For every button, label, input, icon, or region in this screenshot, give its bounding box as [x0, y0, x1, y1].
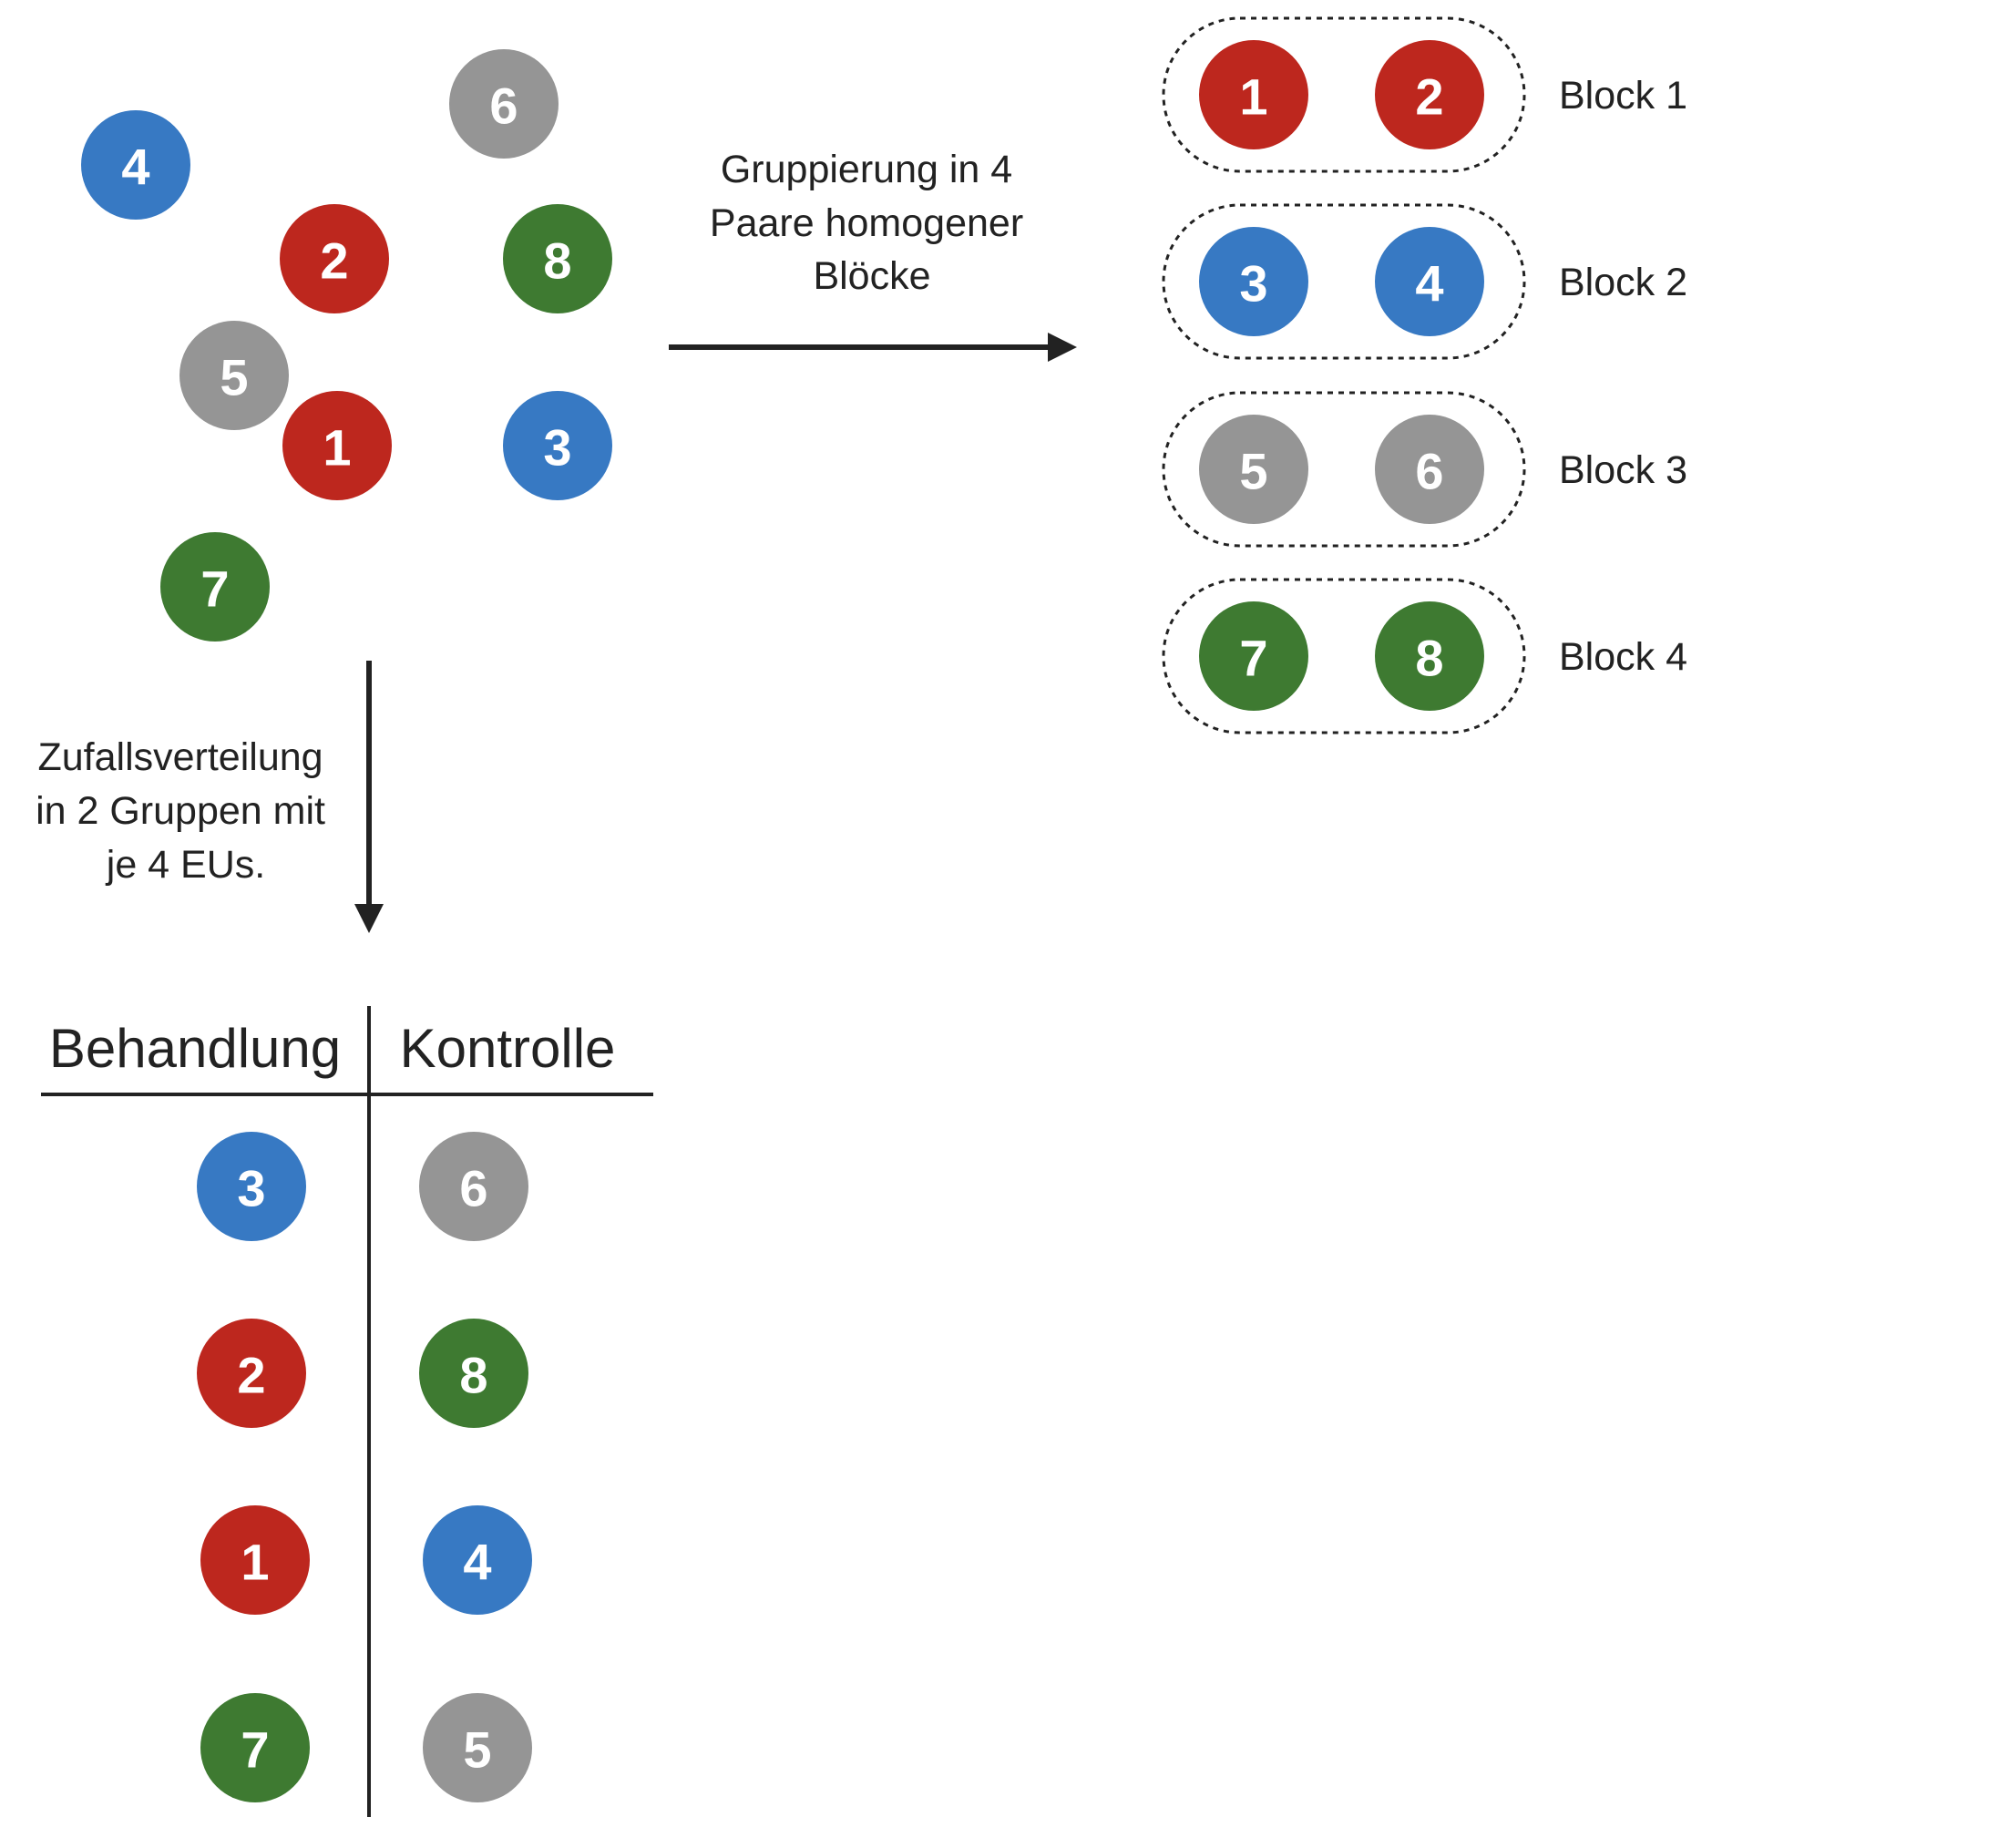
unit-1: 1: [1199, 40, 1308, 149]
unit-4: 4: [423, 1505, 532, 1615]
unit-4: 4: [1375, 227, 1484, 336]
unit-number: 7: [1239, 630, 1267, 687]
unit-circle: [419, 1132, 528, 1241]
unit-3: 3: [1199, 227, 1308, 336]
block-outline: [1162, 391, 1526, 548]
unit-number: 7: [241, 1721, 269, 1779]
unit-3: 3: [503, 391, 612, 500]
unit-6: 6: [449, 49, 559, 159]
unit-7: 7: [1199, 601, 1308, 711]
unit-2: 2: [280, 204, 389, 313]
block-label: Block 2: [1559, 261, 1687, 304]
unit-circle: [503, 204, 612, 313]
block-2: 3 4 Block 2: [1162, 203, 1687, 360]
unit-circle: [1375, 40, 1484, 149]
unit-circle: [282, 391, 392, 500]
unit-circle: [1199, 415, 1308, 524]
unit-number: 1: [241, 1534, 269, 1591]
unit-8: 8: [503, 204, 612, 313]
unit-6: 6: [419, 1132, 528, 1241]
unit-circle: [280, 204, 389, 313]
unit-circle: [1375, 601, 1484, 711]
unit-number: 8: [543, 232, 571, 290]
unit-circle: [423, 1693, 532, 1802]
unit-number: 6: [489, 77, 518, 135]
unit-circle: [1199, 40, 1308, 149]
unit-3: 3: [197, 1132, 306, 1241]
block-outline: [1162, 578, 1526, 734]
unit-5: 5: [179, 321, 289, 430]
unit-circle: [81, 110, 190, 220]
randomization-caption: Zufallsverteilung in 2 Gruppen mit je 4 …: [36, 735, 336, 887]
unit-circle: [503, 391, 612, 500]
grouping-caption: Gruppierung in 4 Paare homogener Blöcke: [710, 148, 1034, 298]
unit-circle: [160, 532, 270, 642]
unit-number: 7: [200, 560, 229, 618]
unit-number: 3: [543, 419, 571, 477]
unit-5: 5: [423, 1693, 532, 1802]
unit-number: 4: [121, 139, 149, 196]
block-outline: [1162, 16, 1526, 173]
grouping-arrow: [669, 333, 1077, 362]
unit-circle: [1375, 415, 1484, 524]
block-outline: [1162, 203, 1526, 360]
header-treatment: Behandlung: [49, 1018, 341, 1079]
unit-circle: [197, 1132, 306, 1241]
unit-7: 7: [160, 532, 270, 642]
unit-2: 2: [197, 1319, 306, 1428]
unit-6: 6: [1375, 415, 1484, 524]
unit-number: 3: [1239, 255, 1267, 313]
unit-number: 2: [1415, 68, 1443, 126]
unit-number: 8: [459, 1347, 487, 1404]
unit-number: 5: [1239, 443, 1267, 500]
unit-4: 4: [81, 110, 190, 220]
unit-circle: [419, 1319, 528, 1428]
unsorted-units: 4 6 2 8 5 1 3 7: [81, 49, 612, 642]
unit-number: 1: [323, 419, 351, 477]
unit-circle: [179, 321, 289, 430]
block-3: 5 6 Block 3: [1162, 391, 1687, 548]
unit-number: 2: [320, 232, 348, 290]
block-4: 7 8 Block 4: [1162, 578, 1687, 734]
unit-number: 4: [1415, 255, 1443, 313]
unit-8: 8: [1375, 601, 1484, 711]
block-label: Block 1: [1559, 74, 1687, 118]
unit-5: 5: [1199, 415, 1308, 524]
unit-number: 6: [1415, 443, 1443, 500]
block-label: Block 4: [1559, 635, 1687, 679]
unit-circle: [449, 49, 559, 159]
unit-number: 5: [463, 1721, 491, 1779]
unit-7: 7: [200, 1693, 310, 1802]
unit-number: 2: [237, 1347, 265, 1404]
unit-number: 6: [459, 1160, 487, 1217]
blocks: 1 2 Block 1 3 4 Block 2 5 6 Block 3 7 8 Block 4: [1162, 16, 1687, 734]
unit-circle: [200, 1693, 310, 1802]
unit-circle: [1375, 227, 1484, 336]
unit-number: 3: [237, 1160, 265, 1217]
block-1: 1 2 Block 1: [1162, 16, 1687, 173]
unit-number: 1: [1239, 68, 1267, 126]
unit-number: 8: [1415, 630, 1443, 687]
unit-number: 4: [463, 1534, 491, 1591]
unit-circle: [423, 1505, 532, 1615]
unit-1: 1: [282, 391, 392, 500]
unit-circle: [1199, 227, 1308, 336]
block-label: Block 3: [1559, 448, 1687, 492]
unit-circle: [197, 1319, 306, 1428]
unit-circle: [1199, 601, 1308, 711]
unit-8: 8: [419, 1319, 528, 1428]
header-control: Kontrolle: [400, 1018, 616, 1079]
randomization-arrow: [354, 661, 384, 933]
unit-2: 2: [1375, 40, 1484, 149]
unit-1: 1: [200, 1505, 310, 1615]
unit-number: 5: [220, 349, 248, 406]
unit-circle: [200, 1505, 310, 1615]
